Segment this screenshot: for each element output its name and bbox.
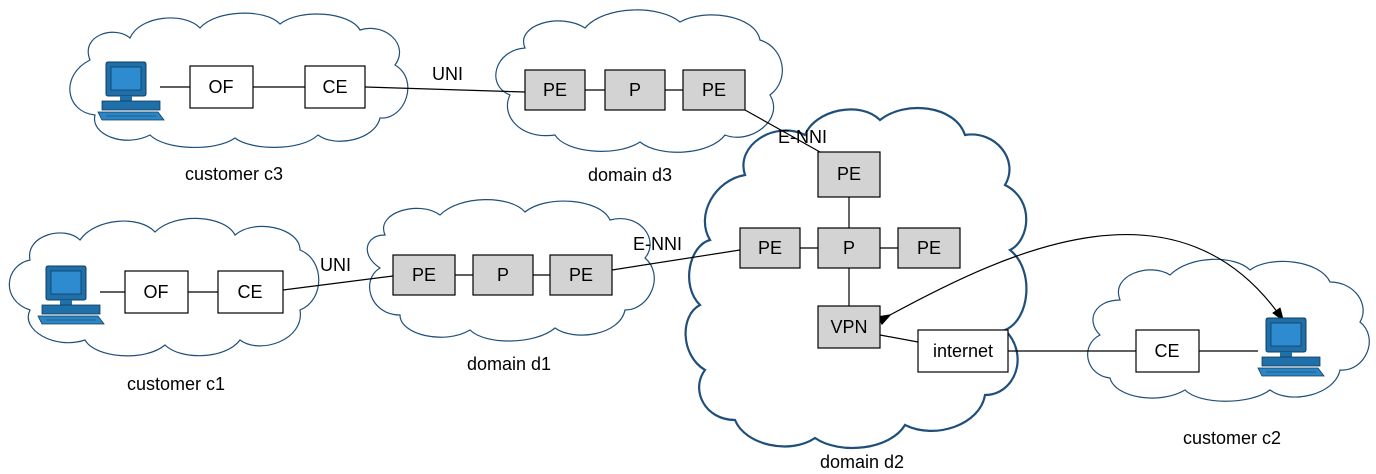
c3-of-node <box>189 65 254 109</box>
uni-c3-label: UNI <box>432 64 463 84</box>
d2-pe-right-label: PE <box>917 238 941 258</box>
domain-d3-label: domain d3 <box>588 165 672 185</box>
d3-pe1-node <box>524 69 586 111</box>
c3-ce-node <box>304 65 366 109</box>
internet-node <box>917 329 1009 373</box>
c3-ce-label: CE <box>322 77 347 97</box>
domain-d1-label: domain d1 <box>467 354 551 374</box>
c1-of-label: OF <box>144 282 169 302</box>
d1-pe2-node <box>549 254 613 296</box>
link-vpn-internet <box>879 334 919 343</box>
d2-p-node <box>817 227 881 269</box>
customer-c1-label: customer c1 <box>127 374 225 394</box>
c3-of-label: OF <box>209 77 234 97</box>
d2-pe-left-node <box>739 227 801 269</box>
link-uni-c1 <box>282 275 394 291</box>
vpn-tunnel-arrow <box>877 234 1285 326</box>
link-uni-c3 <box>364 86 526 93</box>
d3-pe2-label: PE <box>702 80 726 100</box>
d3-p-node <box>604 69 666 111</box>
c1-ce-label: CE <box>237 282 262 302</box>
d2-pe-top-label: PE <box>837 164 861 184</box>
d2-pe-left-label: PE <box>758 238 782 258</box>
link-enni-d3 <box>744 109 821 153</box>
d3-p-label: P <box>629 80 641 100</box>
enni-d3-label: E-NNI <box>778 127 827 147</box>
d2-p-label: P <box>843 238 855 258</box>
d3-pe2-node <box>682 69 746 111</box>
d2-pe-top-node <box>817 151 881 198</box>
d2-vpn-label: VPN <box>830 317 867 337</box>
uni-c1-label: UNI <box>320 255 351 275</box>
d1-pe1-label: PE <box>412 265 436 285</box>
d1-pe2-label: PE <box>569 265 593 285</box>
c2-ce-node <box>1135 329 1200 373</box>
link-enni-d1 <box>611 249 741 271</box>
c1-of-node <box>124 270 189 314</box>
domain-d2-label: domain d2 <box>820 452 904 472</box>
enni-d1-label: E-NNI <box>633 234 682 254</box>
d2-vpn-node <box>817 305 881 349</box>
customer-c2-label: customer c2 <box>1183 428 1281 448</box>
d3-pe1-label: PE <box>543 80 567 100</box>
d2-pe-right-node <box>897 227 961 269</box>
cloud-customer-c2 <box>1087 258 1370 402</box>
c1-ce-node <box>217 270 284 314</box>
c2-ce-label: CE <box>1154 341 1179 361</box>
internet-label: internet <box>933 341 993 361</box>
customer-c3-label: customer c3 <box>185 164 283 184</box>
d1-p-label: P <box>497 265 509 285</box>
d1-p-node <box>472 254 534 296</box>
d1-pe1-node <box>392 254 456 296</box>
